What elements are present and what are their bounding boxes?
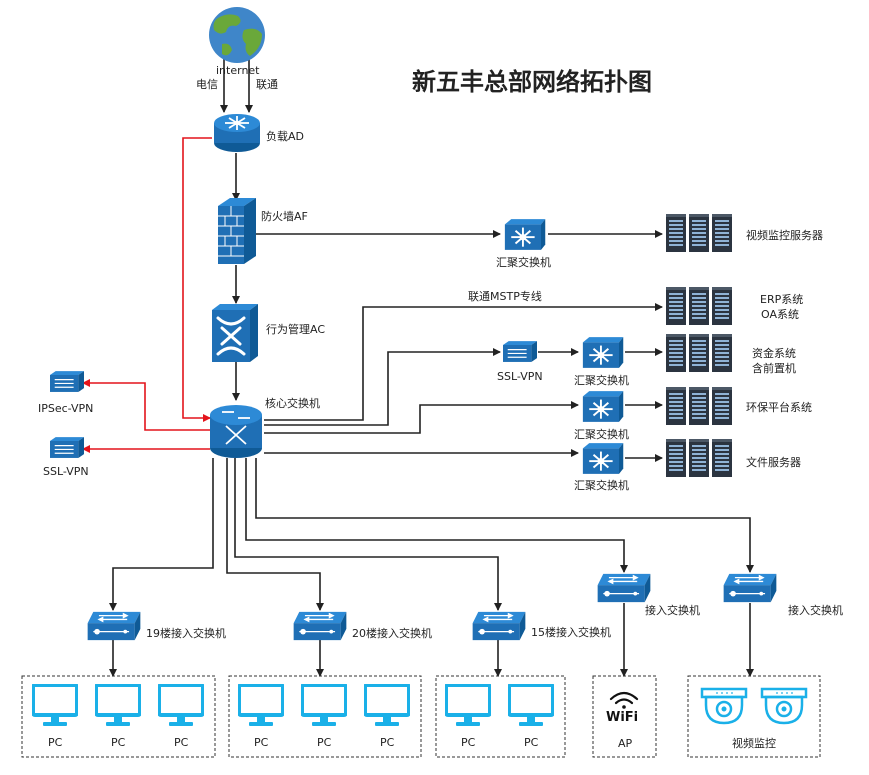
file-server-icon xyxy=(666,439,732,477)
pc-icon xyxy=(32,684,78,728)
access-switch-15-label: 15楼接入交换机 xyxy=(531,625,611,639)
access-switch-15-icon xyxy=(471,611,527,641)
connection-lines xyxy=(109,58,754,677)
access-switch-camera-label: 接入交换机 xyxy=(788,603,843,617)
pc-label: PC xyxy=(524,736,539,749)
pc-icon xyxy=(508,684,554,728)
pc-icon xyxy=(158,684,204,728)
wifi-logo-text: WiFi xyxy=(606,710,638,725)
access-switch-20-icon xyxy=(292,611,348,641)
floor20-pc-group xyxy=(228,675,422,758)
access-switch-camera-icon xyxy=(722,573,778,603)
ipsec-vpn-icon xyxy=(50,371,84,393)
wifi-icon: WiFi xyxy=(606,691,638,725)
erp-server-icon xyxy=(666,287,732,325)
firewall-label: 防火墙AF xyxy=(261,209,308,223)
ssl-vpn-right-icon xyxy=(503,341,537,363)
load-balancer-label: 负载AD xyxy=(266,129,304,143)
isp-telecom-label: 电信 xyxy=(196,78,218,91)
agg-switch-3-icon xyxy=(581,390,624,423)
agg-switch-2-icon xyxy=(581,336,624,369)
video-server-icon xyxy=(666,214,732,252)
core-switch-icon xyxy=(210,405,262,458)
ipsec-vpn-label: IPSec-VPN xyxy=(38,402,93,415)
pc-label: PC xyxy=(461,736,476,749)
floor19-pc-group xyxy=(21,675,216,758)
camera-icon xyxy=(700,687,748,725)
env-label: 环保平台系统 xyxy=(746,400,812,414)
behavior-manager-label: 行为管理AC xyxy=(266,322,325,336)
fund-server-icon xyxy=(666,334,732,372)
agg-switch-1-icon xyxy=(503,218,546,251)
pc-label: PC xyxy=(174,736,189,749)
camera-icon xyxy=(760,687,808,725)
access-switch-19-label: 19楼接入交换机 xyxy=(146,626,226,640)
pc-label: PC xyxy=(317,736,332,749)
agg-switch-4-icon xyxy=(581,442,624,475)
access-switch-20-label: 20楼接入交换机 xyxy=(352,626,432,640)
pc-label: PC xyxy=(48,736,63,749)
access-switch-ap-label: 接入交换机 xyxy=(645,603,700,617)
pc-icon xyxy=(364,684,410,728)
ssl-vpn-left-icon xyxy=(50,437,84,459)
video-server-label: 视频监控服务器 xyxy=(746,228,823,242)
env-server-icon xyxy=(666,387,732,425)
access-switch-19-icon xyxy=(86,611,142,641)
erp-label: ERP系统 xyxy=(760,293,803,306)
pc-label: PC xyxy=(111,736,126,749)
wifi-ap-group xyxy=(592,675,657,758)
agg-switch-2-label: 汇聚交换机 xyxy=(574,373,629,387)
file-server-label: 文件服务器 xyxy=(746,455,801,469)
pc-icon xyxy=(95,684,141,728)
firewall-icon xyxy=(218,198,256,264)
core-switch-label: 核心交换机 xyxy=(265,396,320,410)
ssl-vpn-left-label: SSL-VPN xyxy=(43,465,89,478)
fund-sub-label: 含前置机 xyxy=(752,361,796,375)
ap-label: AP xyxy=(618,737,633,750)
globe-icon xyxy=(209,7,265,63)
mstp-line-label: 联通MSTP专线 xyxy=(468,289,542,303)
behavior-manager-icon xyxy=(212,304,258,362)
agg-switch-3-label: 汇聚交换机 xyxy=(574,427,629,441)
ssl-vpn-right-label: SSL-VPN xyxy=(497,370,543,383)
load-balancer-icon xyxy=(213,113,261,153)
fund-label: 资金系统 xyxy=(752,346,796,360)
oa-label: OA系统 xyxy=(761,308,799,321)
video-monitor-label: 视频监控 xyxy=(732,736,776,750)
access-switch-ap-icon xyxy=(596,573,652,603)
pc-label: PC xyxy=(254,736,269,749)
isp-unicom-label: 联通 xyxy=(256,78,278,91)
pc-icon xyxy=(445,684,491,728)
internet-label: internet xyxy=(216,64,260,77)
pc-label: PC xyxy=(380,736,395,749)
pc-icon xyxy=(238,684,284,728)
agg-switch-4-label: 汇聚交换机 xyxy=(574,478,629,492)
diagram-title: 新五丰总部网络拓扑图 xyxy=(412,68,652,96)
agg-switch-1-label: 汇聚交换机 xyxy=(496,255,551,269)
video-camera-group xyxy=(687,675,821,758)
pc-icon xyxy=(301,684,347,728)
vpn-links xyxy=(82,137,212,453)
